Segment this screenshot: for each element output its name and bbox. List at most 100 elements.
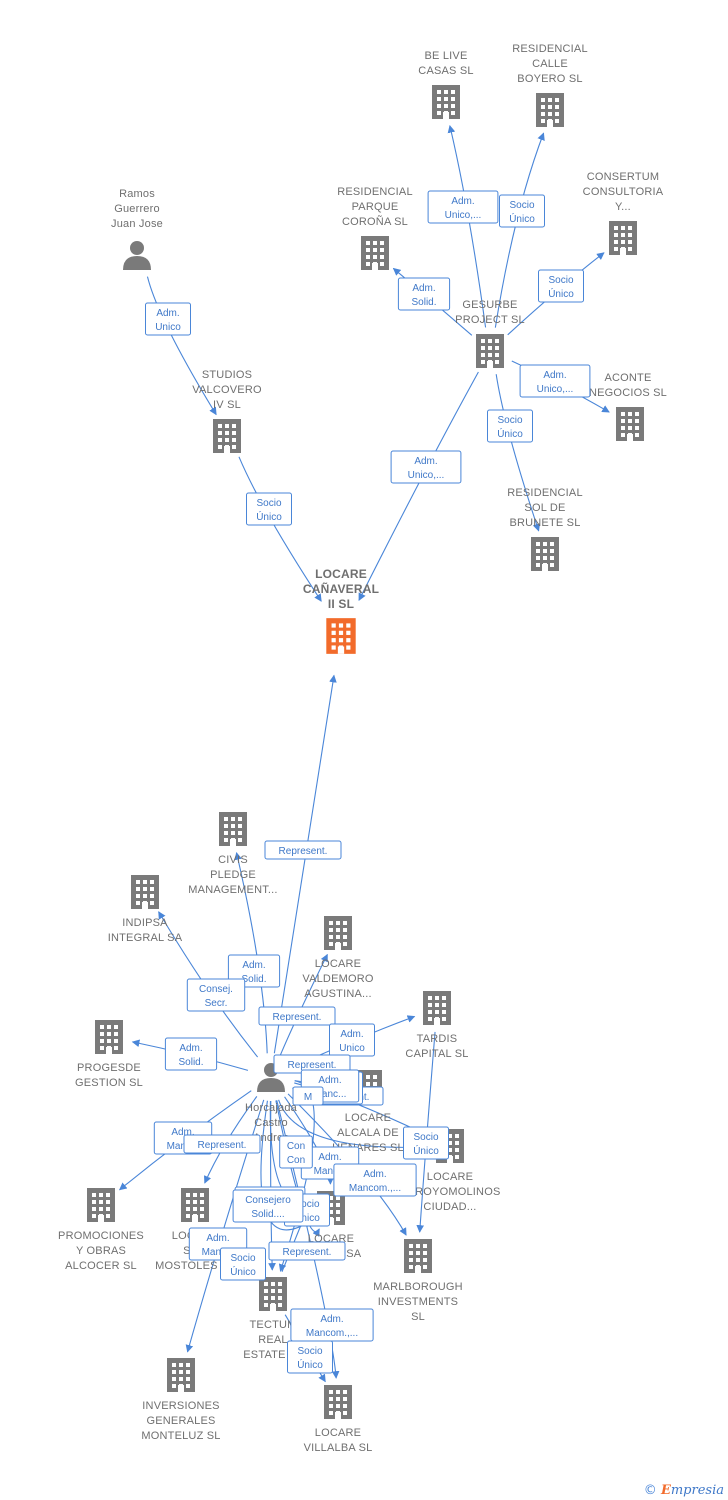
building-icon — [476, 334, 504, 368]
relationship-label-box — [287, 1340, 333, 1374]
relationship-label-text: Unico — [155, 322, 181, 333]
relationship-label-text: M — [304, 1092, 312, 1103]
relationship-label-text: Represent. — [288, 1060, 337, 1071]
relationship-label-box — [246, 492, 292, 526]
relationship-label[interactable]: Adm.Unico — [145, 302, 191, 336]
relationship-label-text: Único — [497, 427, 523, 440]
relationship-label[interactable]: Adm.Unico,... — [427, 190, 499, 224]
relationship-label[interactable]: M — [292, 1086, 324, 1106]
relationship-label[interactable]: Adm.Solid. — [397, 277, 451, 311]
relationship-label-text: Adm. — [171, 1127, 194, 1138]
relationship-label[interactable]: Adm.Mancom.,... — [290, 1308, 374, 1342]
node-label: ALCOCER SL — [65, 1260, 137, 1272]
relationship-label-text: Solid. — [178, 1057, 203, 1068]
relationship-label[interactable]: Represent. — [264, 840, 342, 860]
node-label: II SL — [328, 597, 354, 611]
relationship-label-text: Mancom.,... — [349, 1183, 401, 1194]
relationship-label[interactable]: ConsejeroSolid.... — [232, 1189, 304, 1223]
relationship-label-text: Consej. — [199, 984, 233, 995]
relationship-label[interactable]: Adm.Mancom.,... — [333, 1163, 417, 1197]
relationship-label[interactable]: Adm.Unico,... — [390, 450, 462, 484]
relationship-label-text: Secr. — [205, 998, 228, 1009]
relationship-label-text: Único — [297, 1358, 323, 1371]
relationship-label-text: Unico — [339, 1043, 365, 1054]
node-label: BOYERO SL — [517, 73, 582, 85]
node-label: VALCOVERO — [192, 384, 262, 396]
node-label: REAL — [258, 1334, 288, 1346]
relationship-label-text: Con — [287, 1155, 305, 1166]
node-label: VALDEMORO — [302, 973, 374, 985]
building-icon — [219, 812, 247, 846]
relationship-label-text: Socio — [230, 1253, 255, 1264]
relationship-label-box — [427, 190, 499, 224]
relationship-label-text: Adm. — [320, 1314, 343, 1325]
relationship-label[interactable]: Adm.Solid. — [164, 1037, 218, 1071]
building-icon — [167, 1358, 195, 1392]
relationship-label-text: Único — [509, 212, 535, 225]
relationship-label[interactable]: Consej. Secr. — [186, 978, 246, 1012]
node-label: LOCARE — [315, 567, 367, 581]
node-label: LOCARE — [315, 958, 361, 970]
node-label: PROJECT SL — [455, 314, 525, 326]
relationship-label-text: Unico,... — [537, 384, 574, 395]
building-icon — [213, 419, 241, 453]
node-label: PROGESDE — [77, 1062, 141, 1074]
node-label: CAÑAVERAL — [303, 581, 379, 596]
relationship-label[interactable]: Represent. — [268, 1241, 346, 1261]
relationship-label-text: Socio — [294, 1199, 319, 1210]
node-res_calle_boyero[interactable]: RESIDENCIAL CALLE BOYERO SL — [512, 43, 588, 127]
copyright-symbol: © — [643, 1483, 657, 1498]
relationship-label[interactable]: Adm.Unico,... — [519, 364, 591, 398]
node-label: RESIDENCIAL — [512, 43, 588, 55]
relationship-label-text: Único — [413, 1144, 439, 1157]
relationship-label-box — [279, 1135, 313, 1169]
node-label: CALLE — [532, 58, 568, 70]
node-label: ALCALA DE — [337, 1127, 399, 1139]
relationship-label[interactable]: Adm.Unico — [329, 1023, 375, 1057]
relationship-label[interactable]: Represent. — [183, 1134, 261, 1154]
relationship-label-box — [292, 1086, 324, 1106]
empresia-watermark: © Empresia — [644, 1483, 724, 1498]
brand-name: mpresia — [670, 1483, 724, 1498]
node-label: PROMOCIONES — [58, 1230, 144, 1242]
edge-horcajada-to-locare_arroyomolinos — [278, 1099, 427, 1152]
relationship-label-text: Solid. — [411, 297, 436, 308]
relationship-label-box — [258, 1006, 336, 1026]
relationship-label-text: Adm. — [206, 1233, 229, 1244]
relationship-label-box — [403, 1126, 449, 1160]
relationship-label-box — [268, 1241, 346, 1261]
relationship-label-box — [519, 364, 591, 398]
node-locare_valdemoro[interactable]: LOCAREVALDEMOROAGUSTINA... — [302, 916, 374, 1000]
node-label: INDIPSA — [122, 917, 168, 929]
relationship-label-box — [145, 302, 191, 336]
relationship-label[interactable]: Represent. — [258, 1006, 336, 1026]
node-label: BRUNETE SL — [509, 517, 580, 529]
node-civis[interactable]: CIVISPLEDGEMANAGEMENT... — [188, 812, 277, 896]
node-consertum[interactable]: CONSERTUMCONSULTORIAY... — [583, 171, 664, 255]
relationship-label-text: Único — [230, 1265, 256, 1278]
